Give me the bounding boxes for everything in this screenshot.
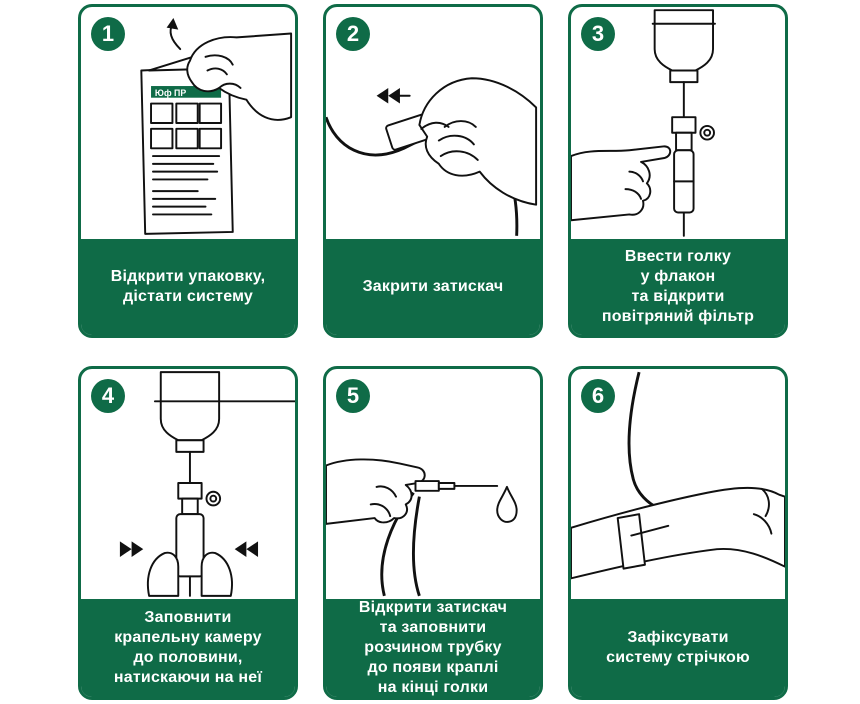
step-illustration xyxy=(81,369,295,599)
hand-icon xyxy=(571,145,672,222)
step-caption: Закрити затискач xyxy=(362,278,504,295)
arrow-icon xyxy=(119,541,259,557)
hand-icon xyxy=(146,551,180,597)
step-card-4: 4 Заповнити крапельну xyxy=(78,366,298,700)
step-caption-box: Заповнити крапельну камеру до половини, … xyxy=(81,599,295,697)
bottle-icon xyxy=(159,371,221,442)
step-illustration xyxy=(571,7,785,239)
drip-chamber-icon xyxy=(177,482,203,500)
step-illustration xyxy=(571,369,785,599)
package-icon: Юф ПР xyxy=(140,17,293,235)
step-illustration: Юф ПР xyxy=(81,7,295,239)
step-illustration xyxy=(326,7,540,239)
step-caption-box: Відкрити упаковку, дістати систему xyxy=(81,239,295,335)
step-caption-box: Закрити затискач xyxy=(326,239,540,335)
package-label: Юф ПР xyxy=(155,88,186,98)
step-caption-box: Відкрити затискач та заповнити розчином … xyxy=(326,599,540,697)
step-caption: Зафіксувати систему стрічкою xyxy=(606,629,750,666)
drip-chamber-icon xyxy=(671,116,697,134)
step-caption-box: Ввести голку у флакон та відкрити повітр… xyxy=(571,239,785,335)
step-illustration xyxy=(326,369,540,599)
step-number-badge: 6 xyxy=(581,379,615,413)
step-card-3: 3 Ввести голку у флакон та відкрити пові… xyxy=(568,4,788,338)
bottle-icon xyxy=(653,9,714,72)
arm-icon xyxy=(571,486,785,580)
arrow-icon xyxy=(376,87,411,104)
step-number-badge: 3 xyxy=(581,17,615,51)
step-number-badge: 2 xyxy=(336,17,370,51)
step-number-badge: 4 xyxy=(91,379,125,413)
drop-icon xyxy=(496,485,518,523)
step-caption-box: Зафіксувати систему стрічкою xyxy=(571,599,785,697)
step-caption: Відкрити затискач та заповнити розчином … xyxy=(358,599,508,696)
hand-icon xyxy=(326,458,426,525)
tape-icon xyxy=(616,513,646,570)
needle-icon xyxy=(414,480,440,492)
step-caption: Відкрити упаковку, дістати систему xyxy=(110,268,266,305)
step-caption: Заповнити крапельну камеру до половини, … xyxy=(113,609,263,686)
step-card-1: 1 Юф ПР Відкрити упаковку, дістати систе… xyxy=(78,4,298,338)
step-card-5: 5 Відкрити затискач та заповнити розчино… xyxy=(323,366,543,700)
step-number-badge: 5 xyxy=(336,379,370,413)
hand-icon xyxy=(418,77,538,206)
step-card-2: 2 Закрити затискач xyxy=(323,4,543,338)
step-card-6: 6 Зафіксувати систему стрічкою xyxy=(568,366,788,700)
step-number-badge: 1 xyxy=(91,17,125,51)
step-caption: Ввести голку у флакон та відкрити повітр… xyxy=(601,248,755,325)
